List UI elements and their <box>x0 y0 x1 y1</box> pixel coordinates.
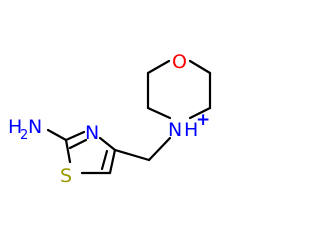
bond-c2-n3-double <box>68 138 88 150</box>
bond-amine-c2 <box>46 128 68 142</box>
bond-n-c-left <box>146 106 172 120</box>
bond-ch2-n <box>147 136 172 162</box>
morpholinium-nitrogen-label: N <box>168 119 182 141</box>
amine-nitrogen-label: N <box>28 116 42 138</box>
bond-c4-c5 <box>108 148 117 175</box>
bond-s1-c2 <box>64 138 72 164</box>
atom-labels: H 2 N N S O N H + <box>8 51 210 187</box>
morpholine-oxygen-label: O <box>172 51 187 73</box>
molecule-structure: H 2 N N S O N H + <box>8 51 212 187</box>
bonds <box>46 59 212 175</box>
bond-c-topleft-o <box>146 59 171 75</box>
bond-c-right-n <box>188 106 212 120</box>
thiazole-sulfur-label: S <box>60 165 72 187</box>
amine-h-label: H <box>8 116 22 138</box>
thiazole-nitrogen-label: N <box>85 122 99 144</box>
bond-c2-n3 <box>64 130 86 142</box>
bond-c4-c5-double <box>100 149 109 171</box>
amine-h-count: 2 <box>20 128 28 143</box>
morpholinium-h-label: H <box>184 119 198 141</box>
bond-n3-c4 <box>98 136 117 152</box>
bond-o-c-topright <box>188 59 212 75</box>
bond-c4-ch2 <box>113 148 151 162</box>
morpholinium-charge-label: + <box>196 110 210 130</box>
